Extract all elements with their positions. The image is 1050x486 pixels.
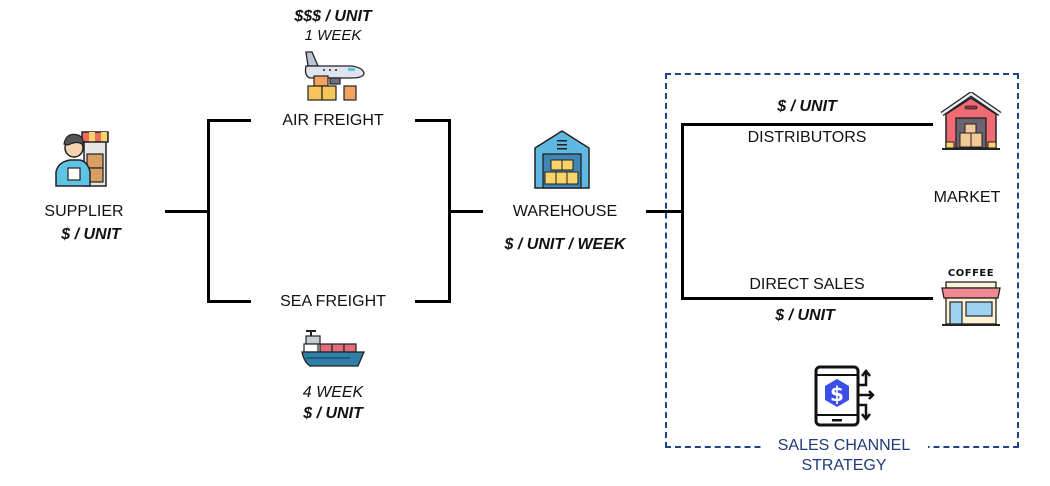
warehouse-icon: [534, 130, 590, 189]
air-branch-left: [207, 119, 251, 122]
sea-branch-left: [207, 300, 251, 303]
sea-freight-time: 4 WEEK: [302, 384, 364, 401]
warehouse-cost: $ / UNIT / WEEK: [504, 236, 626, 253]
supplier-cost: $ / UNIT: [61, 226, 121, 243]
air-freight-label: AIR FREIGHT: [282, 112, 384, 129]
warehouse-in-connector: [448, 210, 483, 213]
phone-dollar-arrows-icon: $: [814, 365, 875, 427]
market-barn-icon: [940, 92, 1002, 150]
air-freight-time: 1 WEEK: [304, 27, 362, 44]
sea-freight-cost: $ / UNIT: [303, 405, 363, 422]
distributors-cost: $ / UNIT: [777, 98, 837, 115]
coffee-sign-text: COFFEE: [947, 268, 995, 279]
air-freight-cost: $$$ / UNIT: [294, 8, 372, 25]
warehouse-label: WAREHOUSE: [512, 203, 618, 220]
warehouse-out-connector: [646, 210, 683, 213]
distributors-label: DISTRIBUTORS: [747, 129, 867, 146]
supplier-label: SUPPLIER: [44, 203, 124, 220]
freight-split-vertical: [207, 119, 210, 303]
sales-channel-label-line2: STRATEGY: [801, 457, 887, 474]
direct-sales-cost: $ / UNIT: [775, 307, 835, 324]
coffee-shop-icon: COFFEE: [940, 268, 1002, 328]
sea-freight-label: SEA FREIGHT: [280, 293, 386, 310]
sales-channel-label-line1: SALES CHANNEL: [777, 437, 911, 454]
supplier-person-shop-icon: [55, 131, 109, 187]
market-label: MARKET: [933, 189, 1001, 206]
sea-branch-right: [415, 300, 450, 303]
direct-sales-branch: [681, 297, 933, 300]
air-branch-right: [415, 119, 450, 122]
distributors-branch: [681, 123, 933, 126]
direct-sales-label: DIRECT SALES: [749, 276, 865, 293]
svg-text:$: $: [830, 382, 844, 406]
airplane-cargo-icon: [304, 51, 365, 101]
supplier-connector: [165, 210, 209, 213]
sales-split-vertical: [681, 123, 684, 300]
cargo-ship-icon: [301, 330, 365, 367]
dashbox-label-gap: [762, 440, 928, 454]
